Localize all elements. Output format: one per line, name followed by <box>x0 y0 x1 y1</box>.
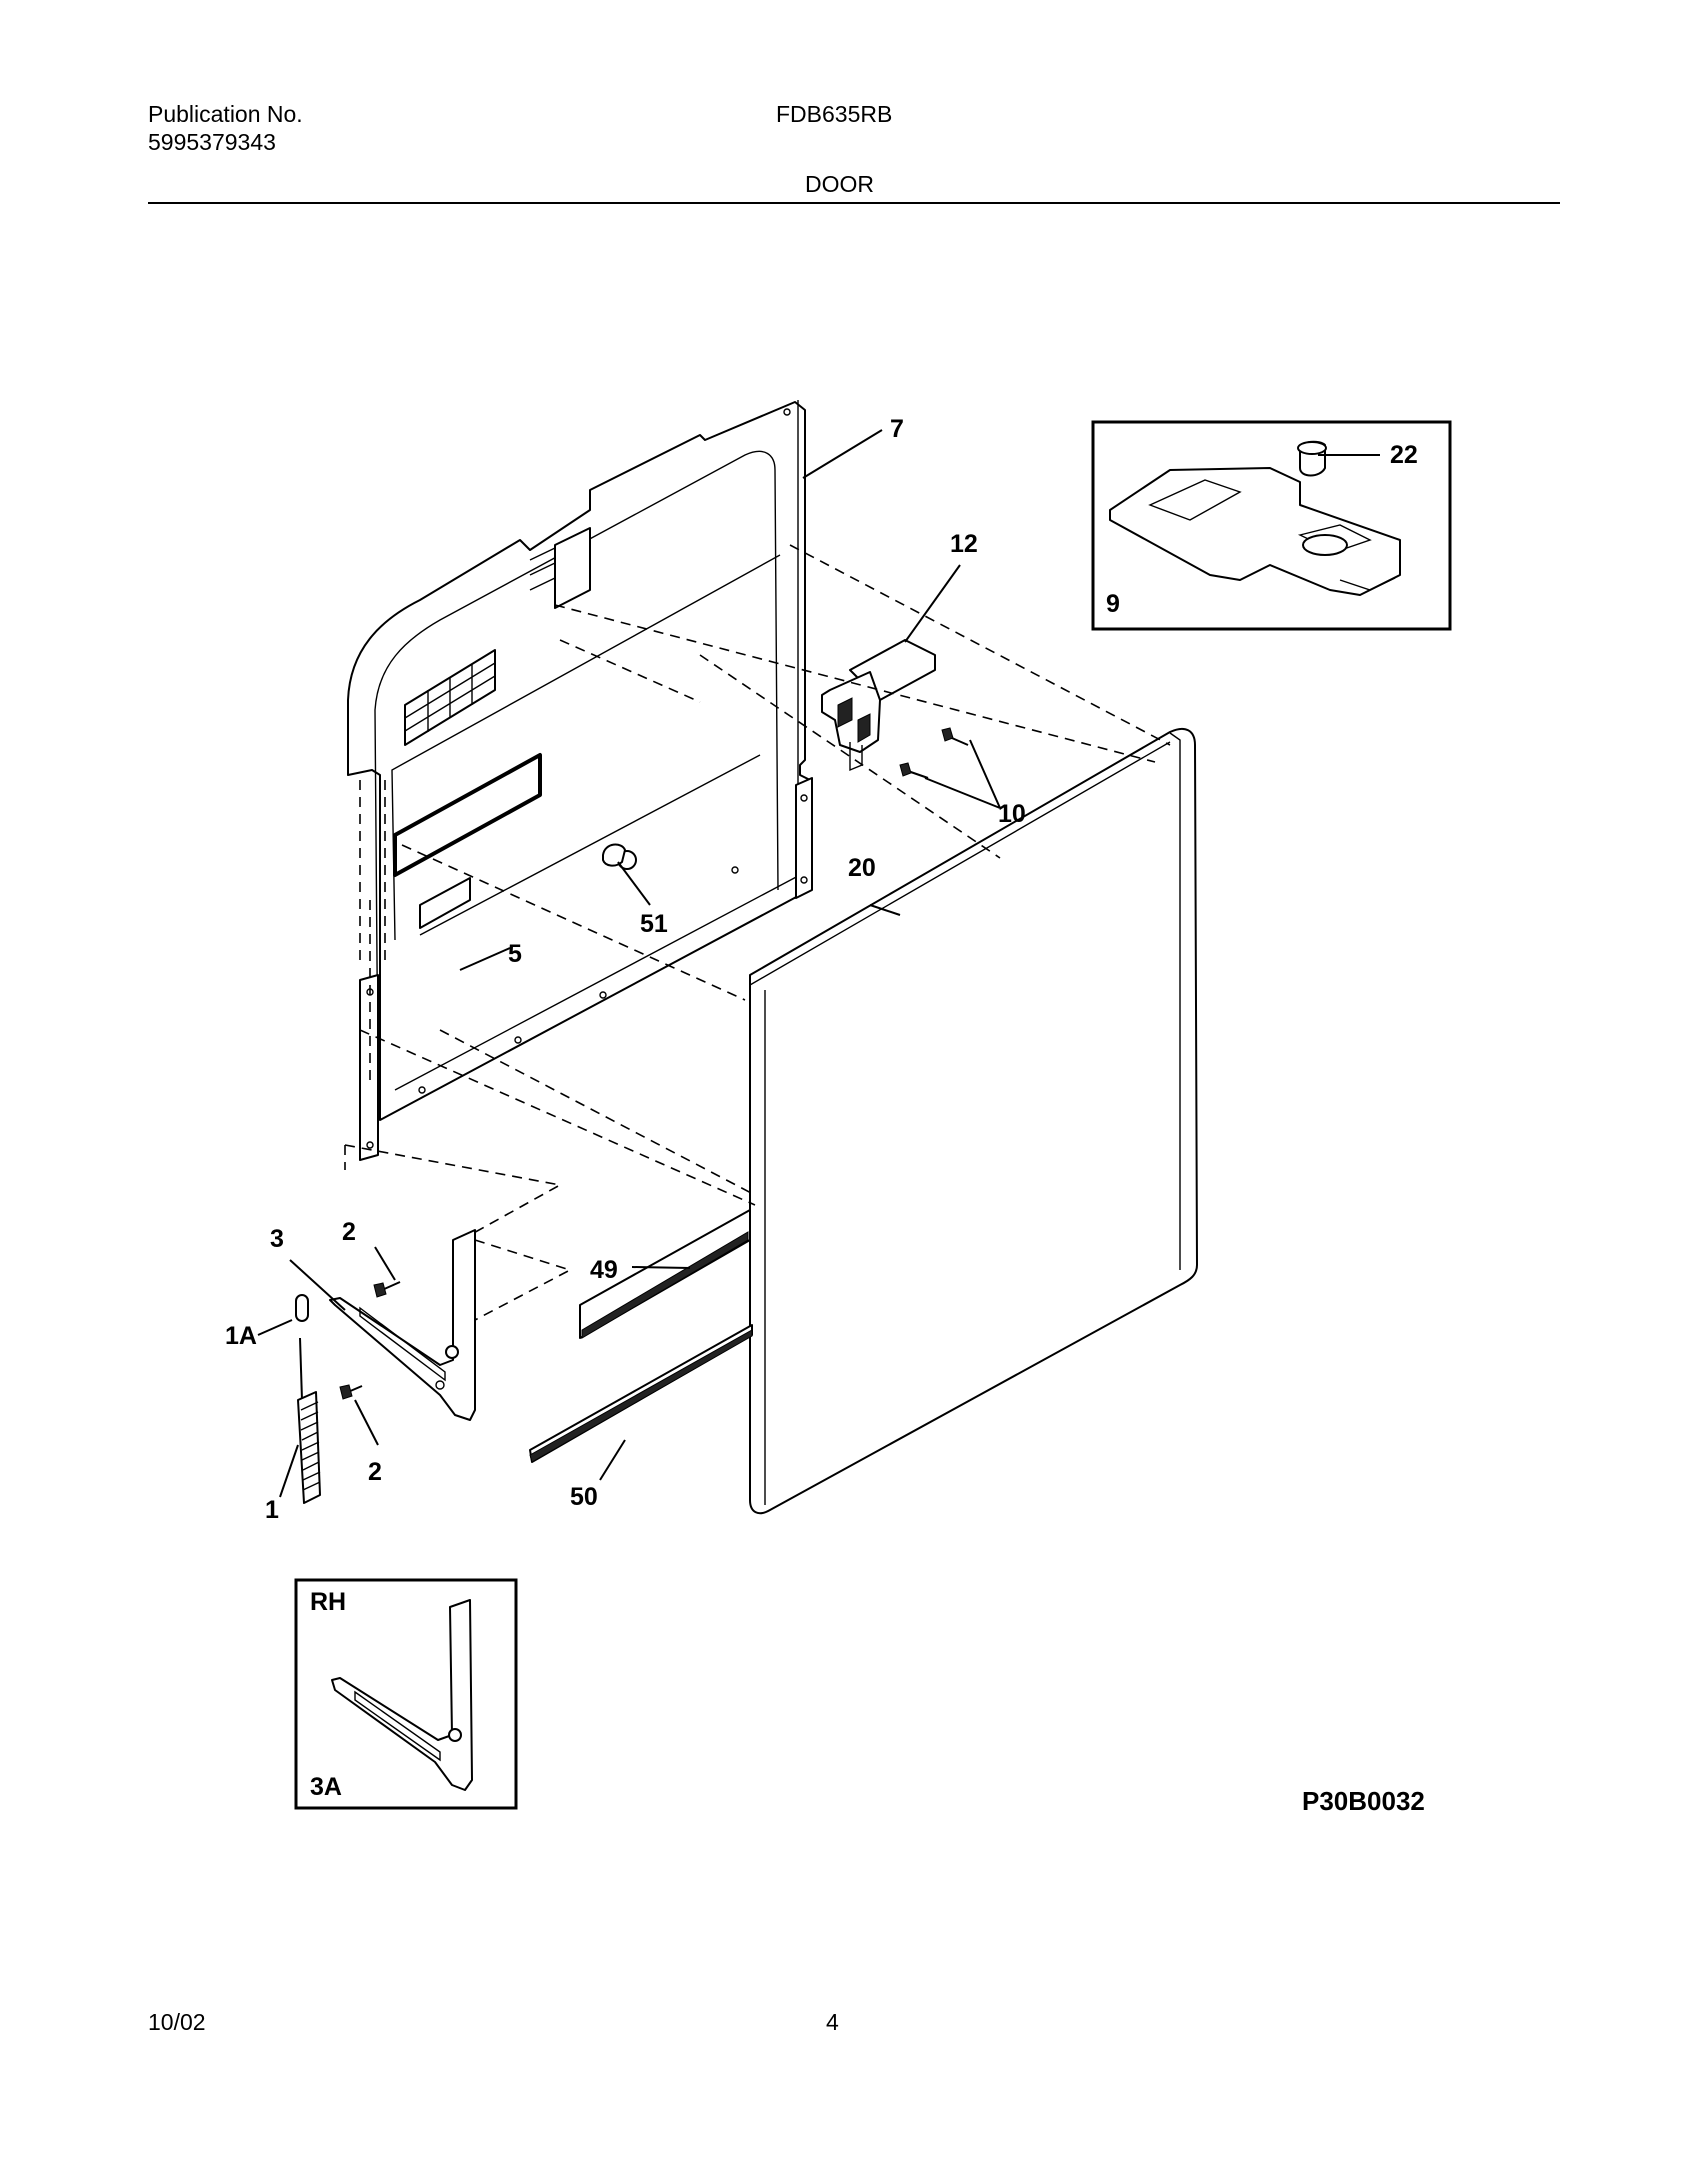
callout-7: 7 <box>890 415 904 443</box>
callout-3A: 3A <box>310 1773 342 1801</box>
inner-door-panel <box>347 400 813 1161</box>
callout-RH: RH <box>310 1588 346 1616</box>
dispenser-detail-box <box>1091 420 1452 631</box>
callout-1: 1 <box>265 1496 279 1524</box>
callout-9: 9 <box>1106 590 1120 618</box>
footer-date: 10/02 <box>148 2009 206 2035</box>
callout-1A: 1A <box>225 1322 257 1350</box>
latch-screws <box>617 727 969 870</box>
callout-3: 3 <box>270 1225 284 1253</box>
callout-51: 51 <box>640 910 668 938</box>
page-number: 4 <box>826 2009 839 2035</box>
callout-49: 49 <box>590 1256 618 1284</box>
callout-10: 10 <box>998 800 1026 828</box>
callout-22: 22 <box>1390 441 1418 469</box>
model-number: FDB635RB <box>776 101 893 127</box>
alignment-lines <box>344 544 1171 1321</box>
publication-label: Publication No. <box>148 101 303 127</box>
drawing-code: P30B0032 <box>1302 1786 1425 1816</box>
section-title: DOOR <box>805 171 874 197</box>
header-rule <box>148 202 1560 204</box>
rh-hinge-detail-box <box>294 1578 518 1810</box>
callout-5: 5 <box>508 940 522 968</box>
vent-cap <box>602 843 626 867</box>
callout-20: 20 <box>848 854 876 882</box>
callout-2-upper: 2 <box>342 1218 356 1246</box>
leader-lines <box>257 429 1380 1498</box>
callout-12: 12 <box>950 530 978 558</box>
outer-door-panel <box>749 727 1198 1515</box>
door-latch <box>821 639 936 772</box>
trim-strip-50 <box>529 1324 753 1463</box>
callout-2-lower: 2 <box>368 1458 382 1486</box>
callout-50: 50 <box>570 1483 598 1511</box>
hinge-assembly <box>295 1229 476 1504</box>
trim-strip-49 <box>579 1209 751 1339</box>
publication-number: 5995379343 <box>148 129 276 155</box>
